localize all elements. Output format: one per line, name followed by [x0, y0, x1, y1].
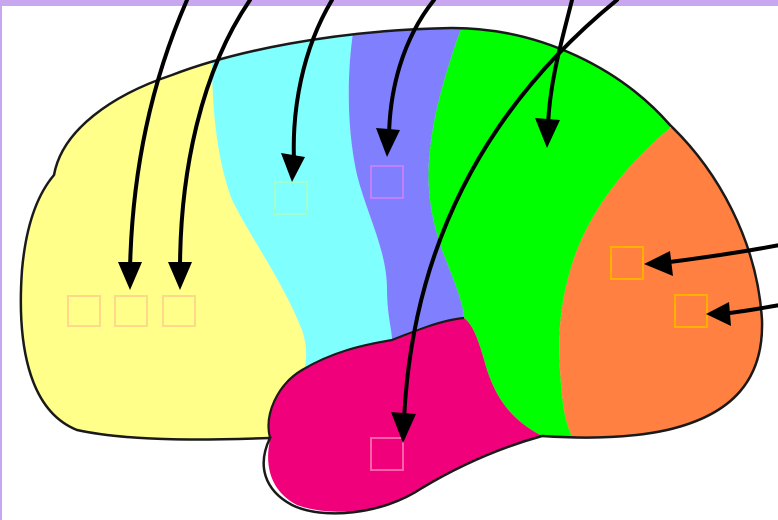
brain-lobes-diagram — [2, 0, 778, 520]
diagram-frame — [0, 0, 778, 520]
